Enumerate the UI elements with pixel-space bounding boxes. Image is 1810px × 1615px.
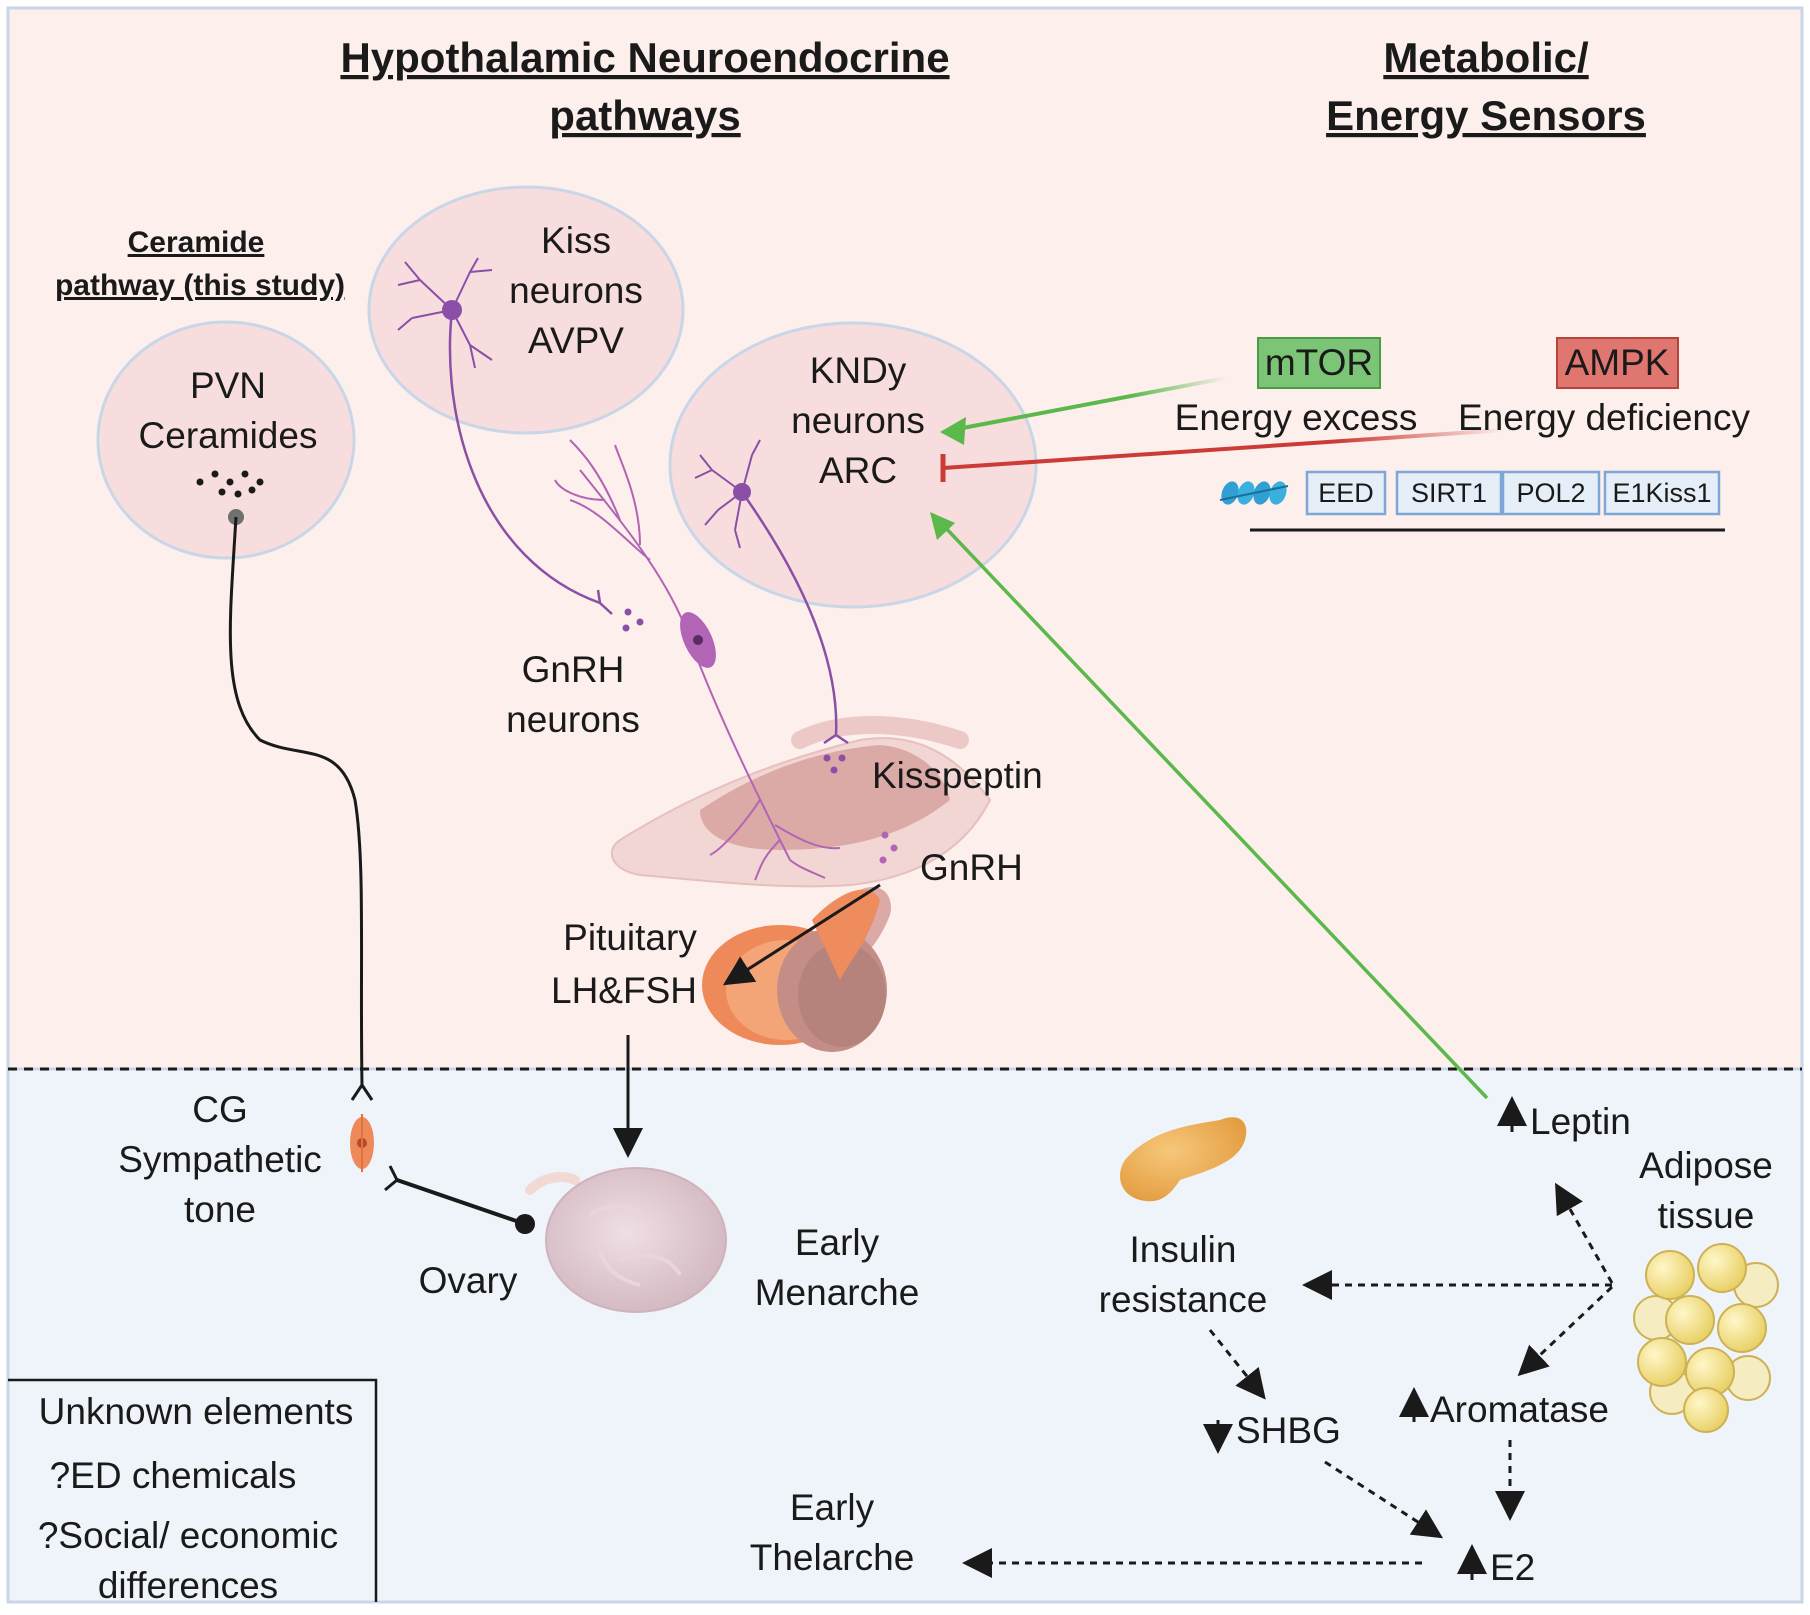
insulin-to-shbg-arrow: [1208, 1329, 1266, 1400]
heading-metabolic-line1: Metabolic/: [1383, 34, 1589, 81]
adipose-to-leptin-arrow: [1555, 1182, 1614, 1284]
gnrh-release-dots: [879, 831, 898, 864]
gnrh-neurons-label-line2: neurons: [506, 699, 640, 740]
gene-label-eed: EED: [1318, 478, 1374, 508]
gene-box-eed: [1305, 470, 1387, 516]
e2-label: E2: [1490, 1547, 1535, 1588]
adipose-tissue-icon: [1633, 1243, 1779, 1433]
gene-label-pol2: POL2: [1516, 478, 1585, 508]
energy-excess-label: Energy excess: [1175, 397, 1418, 438]
ampk-label: AMPK: [1565, 342, 1670, 383]
median-eminence-illustration: [610, 716, 992, 888]
gene-box-e1kiss1: [1603, 470, 1721, 516]
heading-metabolic-line2: Energy Sensors: [1326, 92, 1646, 139]
gnrh-neuron-icon: [554, 439, 841, 881]
kndy-arc-axon: [740, 491, 838, 736]
kiss-avpv-circle: [367, 185, 685, 435]
pituitary-label-line2: LH&FSH: [551, 970, 697, 1011]
mtor-label: mTOR: [1265, 342, 1373, 383]
kiss-avpv-label-line2: neurons: [509, 270, 643, 311]
early-thelarche-label-line1: Early: [790, 1487, 875, 1528]
kiss-avpv-neuron-icon: [397, 257, 493, 369]
cg-label-line2: Sympathetic: [118, 1139, 322, 1180]
heading-ceramide-line2: pathway (this study): [55, 269, 345, 302]
pvn-circle: [96, 320, 356, 560]
early-menarche-label-line2: Menarche: [755, 1272, 920, 1313]
pancreas-icon: [1120, 1117, 1247, 1202]
early-menarche-label-line1: Early: [795, 1222, 880, 1263]
kisspeptin-label: Kisspeptin: [872, 755, 1043, 796]
ampk-inhibition-line: [942, 428, 1506, 470]
kiss-avpv-label-line3: AVPV: [528, 320, 624, 361]
unknown-elements-box: [8, 1378, 378, 1602]
mtor-activation-arrow: [951, 376, 1227, 432]
heading-hypothalamic-line1: Hypothalamic Neuroendocrine: [340, 34, 949, 81]
adipose-dashed-arrows: [962, 1182, 1614, 1578]
pvn-label-line1: PVN: [190, 365, 266, 406]
gene-box-pol2: [1501, 470, 1601, 516]
kndy-release-dots: [823, 754, 846, 774]
gene-boxes: EED SIRT1 POL2 E1Kiss1: [1250, 470, 1725, 532]
kndy-arc-neuron-icon: [694, 439, 761, 549]
cg-label-line3: tone: [184, 1189, 256, 1230]
pituitary-label-line1: Pituitary: [563, 917, 697, 958]
pvn-label-line2: Ceramides: [139, 415, 318, 456]
kndy-arc-circle: [668, 321, 1038, 609]
kisspeptin-release-dots: [622, 608, 644, 632]
ovary-label: Ovary: [419, 1260, 518, 1301]
insulin-resistance-label-line2: resistance: [1099, 1279, 1268, 1320]
dna-helix-icon: [1219, 481, 1289, 505]
heading-hypothalamic-line2: pathways: [549, 92, 740, 139]
aromatase-label: Aromatase: [1430, 1389, 1609, 1430]
gene-box-sirt1: [1395, 470, 1503, 516]
leptin-label: Leptin: [1530, 1101, 1631, 1142]
kndy-label-line1: KNDy: [810, 350, 907, 391]
unknown-elements-title: Unknown elements: [39, 1391, 354, 1432]
kiss-avpv-label-line1: Kiss: [541, 220, 611, 261]
pvn-axon-terminal: [350, 1082, 374, 1101]
early-thelarche-label-line2: Thelarche: [750, 1537, 915, 1578]
ampk-box: [1556, 337, 1679, 389]
cg-to-ovary-connection: [396, 1178, 526, 1226]
pvn-to-cg-axon: [228, 516, 364, 1086]
unknown-item-social-economic: ?Social/ economic: [38, 1515, 338, 1556]
gnrh-neurons-label-line1: GnRH: [522, 649, 625, 690]
unknown-item-ed-chemicals: ?ED chemicals: [50, 1455, 297, 1496]
insulin-resistance-label-line1: Insulin: [1130, 1229, 1237, 1270]
cg-label-line1: CG: [192, 1089, 248, 1130]
shbg-label: SHBG: [1236, 1410, 1341, 1451]
mtor-box: [1257, 337, 1381, 389]
kndy-label-line2: neurons: [791, 400, 925, 441]
gene-label-e1kiss1: E1Kiss1: [1612, 478, 1711, 508]
gnrh-to-pituitary-arrow: [722, 883, 881, 986]
gene-label-sirt1: SIRT1: [1411, 478, 1487, 508]
shbg-to-e2-arrow: [1324, 1460, 1444, 1539]
ovary-illustration: [525, 1167, 727, 1313]
adipose-label-line2: tissue: [1658, 1195, 1755, 1236]
unknown-item-differences: differences: [98, 1565, 278, 1606]
ceramide-dots-icon: [196, 470, 264, 498]
adipose-label-line1: Adipose: [1639, 1145, 1773, 1186]
heading-ceramide-line1: Ceramide: [128, 226, 265, 259]
energy-deficiency-label: Energy deficiency: [1458, 397, 1751, 438]
leptin-to-arc-arrow: [940, 522, 1489, 1100]
gnrh-label: GnRH: [920, 847, 1023, 888]
kndy-label-line3: ARC: [819, 450, 897, 491]
kiss-avpv-axon: [448, 309, 601, 605]
